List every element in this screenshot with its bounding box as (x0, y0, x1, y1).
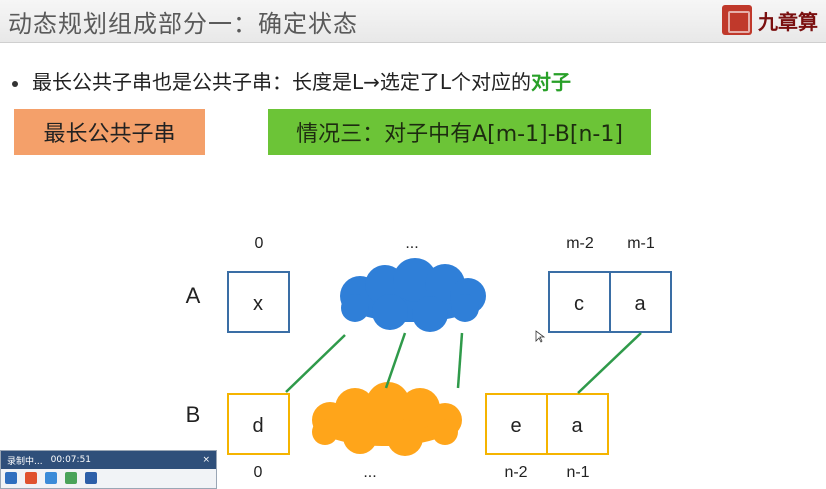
a-index-m1: m-1 (627, 235, 655, 252)
recorder-widget[interactable]: 录制中... 00:07:51 × (0, 450, 217, 489)
b-index-n2: n-2 (504, 464, 527, 481)
settings-icon[interactable] (65, 472, 77, 484)
label-longest-common-substring: 最长公共子串 (14, 109, 205, 155)
label-case-three: 情况三：对子中有A[m-1]-B[n-1] (268, 109, 651, 155)
row-label-b: B (186, 402, 201, 427)
b-cell-n2 (485, 393, 548, 455)
slide-title: 动态规划组成部分一：确定状态 (8, 10, 358, 38)
a-cell-0 (227, 271, 290, 333)
recorder-close-button[interactable]: × (202, 455, 210, 465)
recorder-header: 录制中... 00:07:51 × (1, 451, 216, 469)
row-label-a: A (186, 283, 201, 308)
recorder-time: 00:07:51 (50, 455, 92, 465)
recorder-toolbar (1, 469, 216, 487)
matching-lines (285, 332, 642, 394)
a-cell-m1 (609, 271, 672, 333)
title-bar: 动态规划组成部分一：确定状态 九章算 (0, 0, 826, 43)
bullet-line: 最长公共子串也是公共子串：长度是L→选定了L个对应的对子 (12, 66, 571, 95)
b-index-0: 0 (254, 464, 263, 481)
b-index-n1: n-1 (566, 464, 589, 481)
stop-icon[interactable] (25, 472, 37, 484)
b-cell-n1-text: a (571, 415, 583, 437)
bullet-dot-icon (12, 80, 18, 87)
a-cell-m2 (548, 271, 611, 333)
a-cell-m2-text: c (574, 293, 584, 315)
mouse-cursor-icon (535, 330, 546, 343)
a-index-m2: m-2 (566, 235, 594, 252)
b-cell-0 (227, 393, 290, 455)
b-cell-n2-text: e (510, 415, 521, 437)
seal-icon (722, 5, 752, 35)
pen-icon[interactable] (85, 472, 97, 484)
a-index-0: 0 (255, 235, 264, 252)
pause-icon[interactable] (5, 472, 17, 484)
recorder-status: 录制中... (7, 456, 43, 467)
match-line-3 (456, 332, 464, 389)
b-index-dots: ... (363, 464, 376, 481)
b-cell-n1 (546, 393, 609, 455)
logo: 九章算 (722, 3, 818, 37)
camera-icon[interactable] (45, 472, 57, 484)
cloud-orange (312, 382, 462, 456)
b-cell-0-text: d (252, 415, 263, 437)
a-index-dots: ... (405, 235, 418, 252)
a-cell-0-text: x (253, 293, 263, 315)
bullet-text: 最长公共子串也是公共子串：长度是L→选定了L个对应的 (32, 70, 532, 94)
logo-text: 九章算 (758, 9, 818, 34)
match-line-1 (285, 334, 346, 393)
match-line-last (577, 332, 642, 394)
match-line-2 (384, 332, 407, 389)
a-cell-m1-text: a (634, 293, 646, 315)
cloud-blue (340, 258, 486, 332)
bullet-highlight: 对子 (531, 70, 572, 94)
